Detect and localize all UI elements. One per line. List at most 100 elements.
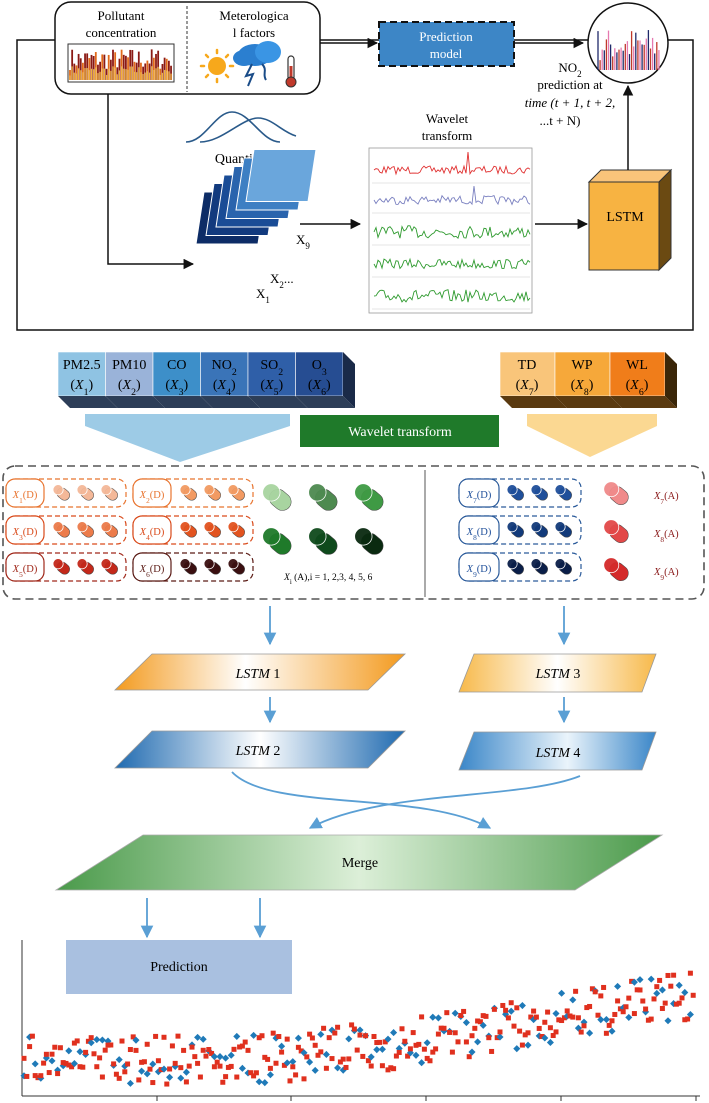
detail-label-frame (132, 478, 172, 508)
actual-point (418, 1059, 426, 1067)
pollutant-label: Pollutant (98, 8, 145, 23)
predicted-point (676, 1000, 682, 1006)
meteorological-funnel (527, 414, 657, 457)
predicted-point (234, 1074, 240, 1080)
actual-point (462, 1019, 470, 1027)
wavelet-signal (373, 225, 531, 239)
actual-point (31, 1060, 39, 1068)
predicted-point (388, 1065, 394, 1071)
predicted-point (433, 1046, 439, 1052)
predicted-point (584, 1005, 590, 1011)
predicted-point (217, 1063, 223, 1069)
cylinder-marker (506, 484, 524, 501)
predicted-point (612, 1011, 618, 1017)
predicted-point (559, 1018, 565, 1024)
predicted-point (337, 1059, 343, 1065)
predicted-point (220, 1079, 226, 1085)
pollutant-block (105, 351, 154, 397)
predicted-point (259, 1033, 265, 1039)
actual-point (451, 1009, 459, 1017)
predicted-point (598, 993, 604, 999)
actual-point (507, 1007, 515, 1015)
predicted-point (503, 1007, 509, 1013)
pollutant-approx-components (262, 483, 384, 555)
predicted-point (57, 1045, 63, 1051)
detail-group-frame (5, 478, 127, 508)
predicted-point (368, 1063, 374, 1069)
predicted-point (483, 1013, 489, 1019)
predicted-point (108, 1042, 114, 1048)
wavelet-signal-panel (368, 147, 533, 314)
predicted-point (640, 998, 646, 1004)
predicted-point (424, 1055, 430, 1061)
predicted-point (449, 1049, 455, 1055)
predicted-point (491, 1006, 497, 1012)
wavelet-signal (373, 289, 531, 303)
output-spike-lines (597, 30, 660, 70)
pollutant-var: (X1) (70, 378, 93, 398)
prediction-box (66, 940, 292, 994)
predicted-point (203, 1053, 209, 1059)
predicted-point (421, 1046, 427, 1052)
predicted-point (626, 995, 632, 1001)
predicted-point (251, 1073, 257, 1079)
cylinder-marker (354, 527, 384, 555)
predicted-point (24, 1073, 30, 1079)
actual-point (552, 1010, 560, 1018)
prediction-label: Prediction (150, 960, 208, 975)
pollutant-var: (X6) (308, 378, 331, 398)
met-var: (X6) (626, 378, 649, 398)
predicted-point (587, 1003, 593, 1009)
predicted-point (427, 1058, 433, 1064)
met-name: WL (626, 358, 648, 373)
predicted-point (304, 1054, 310, 1060)
predicted-point (309, 1035, 315, 1041)
predicted-point (556, 1017, 562, 1023)
predicted-point (679, 995, 685, 1001)
cylinder-marker (554, 484, 572, 501)
pollutant-block-bottom (200, 396, 260, 408)
predicted-point (351, 1026, 357, 1032)
cylinder-marker (76, 558, 94, 575)
predicted-point (662, 1000, 668, 1006)
cylinder-cap (52, 521, 64, 533)
predicted-point (321, 1025, 327, 1031)
predicted-point (52, 1044, 58, 1050)
predicted-point (102, 1047, 108, 1053)
predicted-point (671, 972, 677, 978)
predicted-point (536, 1025, 542, 1031)
wavelet-transform-banner-label: Wavelet transform (348, 425, 452, 440)
predicted-point (46, 1070, 52, 1076)
predicted-point (71, 1040, 77, 1046)
predicted-point (581, 1023, 587, 1029)
cylinder-marker (308, 483, 338, 511)
predicted-point (365, 1058, 371, 1064)
actual-point (177, 1074, 185, 1082)
predicted-point (531, 1008, 537, 1014)
predicted-point (349, 1022, 355, 1028)
no2-line-2: prediction at (537, 77, 603, 92)
predicted-point (682, 1017, 688, 1023)
actual-point (216, 1053, 224, 1061)
predicted-point (374, 1040, 380, 1046)
predicted-point (441, 1025, 447, 1031)
cylinder-marker (262, 527, 292, 555)
predicted-point (578, 1029, 584, 1035)
predicted-point (164, 1081, 170, 1087)
predicted-point (295, 1044, 301, 1050)
actual-point (378, 1045, 386, 1053)
predicted-point (125, 1061, 131, 1067)
actual-point (149, 1060, 157, 1068)
actual-point (658, 986, 666, 994)
pollutant-variable-blocks: PM2.5(X1)PM10(X2)CO(X3)NO2(X4)SO2(X5)O3(… (57, 351, 355, 408)
actual-point (317, 1030, 325, 1038)
actual-point (675, 981, 683, 989)
predicted-point (673, 1001, 679, 1007)
merge-label: Merge (342, 856, 378, 871)
predicted-point (517, 1028, 523, 1034)
predicted-point (298, 1048, 304, 1054)
actual-point (126, 1079, 134, 1087)
actual-point (686, 1010, 694, 1019)
predicted-point (615, 998, 621, 1004)
predicted-point (281, 1062, 287, 1068)
